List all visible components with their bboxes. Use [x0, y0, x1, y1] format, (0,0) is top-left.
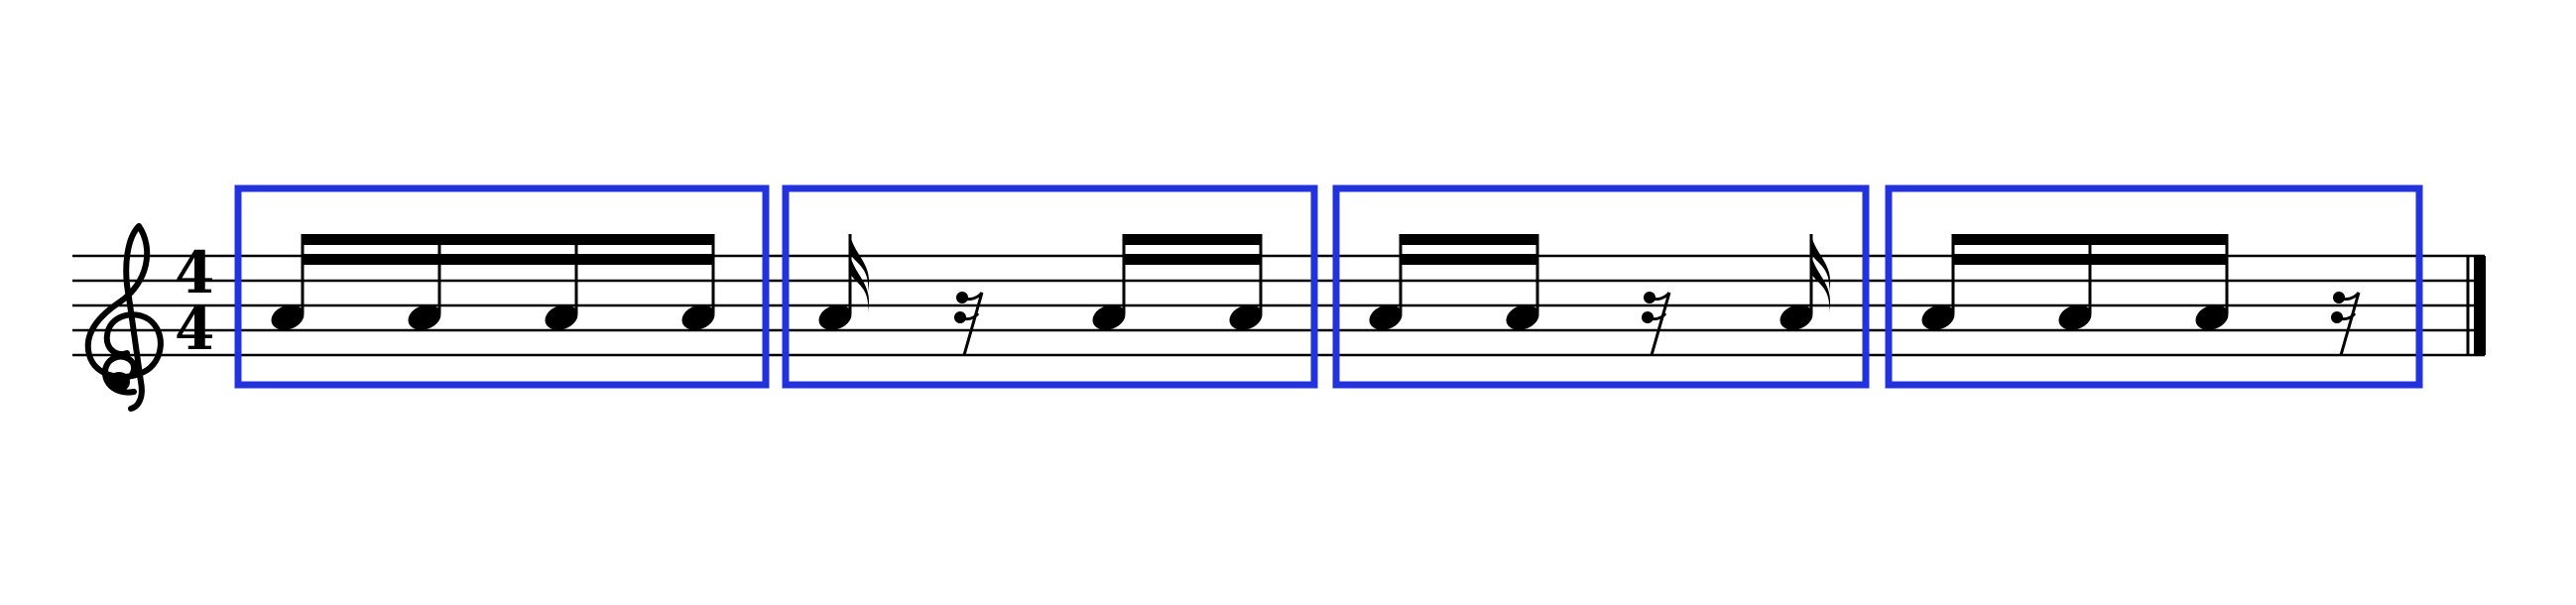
secondary-beam: [1951, 254, 2229, 265]
sixteenth-note: [2195, 234, 2229, 330]
measure: [1885, 184, 2423, 389]
thick-barline: [2474, 256, 2486, 355]
measures: [234, 184, 2423, 389]
secondary-beam: [301, 254, 715, 265]
sixteenth-rest-icon: [954, 291, 984, 356]
sixteenth-note: [818, 234, 852, 330]
treble-clef-icon: [84, 223, 164, 412]
sixteenth-flag-icon: [1811, 234, 1831, 311]
sixteenth-note: [1779, 234, 1813, 330]
notehead: [681, 304, 715, 330]
measure-highlight-box: [1885, 184, 2423, 389]
sixteenth-rest-icon: [1642, 291, 1671, 356]
notehead: [1921, 304, 1955, 330]
sixteenth-note: [1506, 234, 1539, 330]
notehead: [1092, 304, 1126, 330]
notehead: [818, 304, 852, 330]
notehead: [1369, 304, 1403, 330]
notehead: [1506, 304, 1539, 330]
notehead: [2195, 304, 2229, 330]
notehead: [1229, 304, 1263, 330]
notehead: [1779, 304, 1813, 330]
measure-highlight-box: [782, 184, 1318, 389]
measure-highlight-box: [234, 184, 770, 389]
measure: [1332, 184, 1870, 389]
staff: [72, 254, 2485, 357]
measure-highlight-box: [1332, 184, 1870, 389]
sixteenth-note: [1229, 234, 1263, 330]
sixteenth-note: [545, 234, 578, 330]
sixteenth-note: [681, 234, 715, 330]
sixteenth-note: [1092, 234, 1126, 330]
time-signature-numerator: 4: [175, 239, 214, 306]
primary-beam: [1399, 234, 1539, 245]
sixteenth-note: [1369, 234, 1403, 330]
notehead: [408, 304, 441, 330]
primary-beam: [1122, 234, 1263, 245]
sixteenth-flag-icon: [850, 234, 870, 311]
secondary-beam: [1399, 254, 1539, 265]
secondary-beam: [1122, 254, 1263, 265]
final-barline: [2466, 256, 2486, 355]
notehead: [545, 304, 578, 330]
measure: [782, 184, 1318, 389]
sixteenth-note: [271, 234, 305, 330]
sixteenth-rest-icon: [2331, 291, 2361, 356]
primary-beam: [1951, 234, 2229, 245]
measure: [234, 184, 770, 389]
sixteenth-note: [408, 234, 441, 330]
sixteenth-note: [2058, 234, 2092, 330]
primary-beam: [301, 234, 715, 245]
notehead: [271, 304, 305, 330]
notehead: [2058, 304, 2092, 330]
sixteenth-note: [1921, 234, 1955, 330]
time-signature-denominator: 4: [175, 296, 214, 363]
